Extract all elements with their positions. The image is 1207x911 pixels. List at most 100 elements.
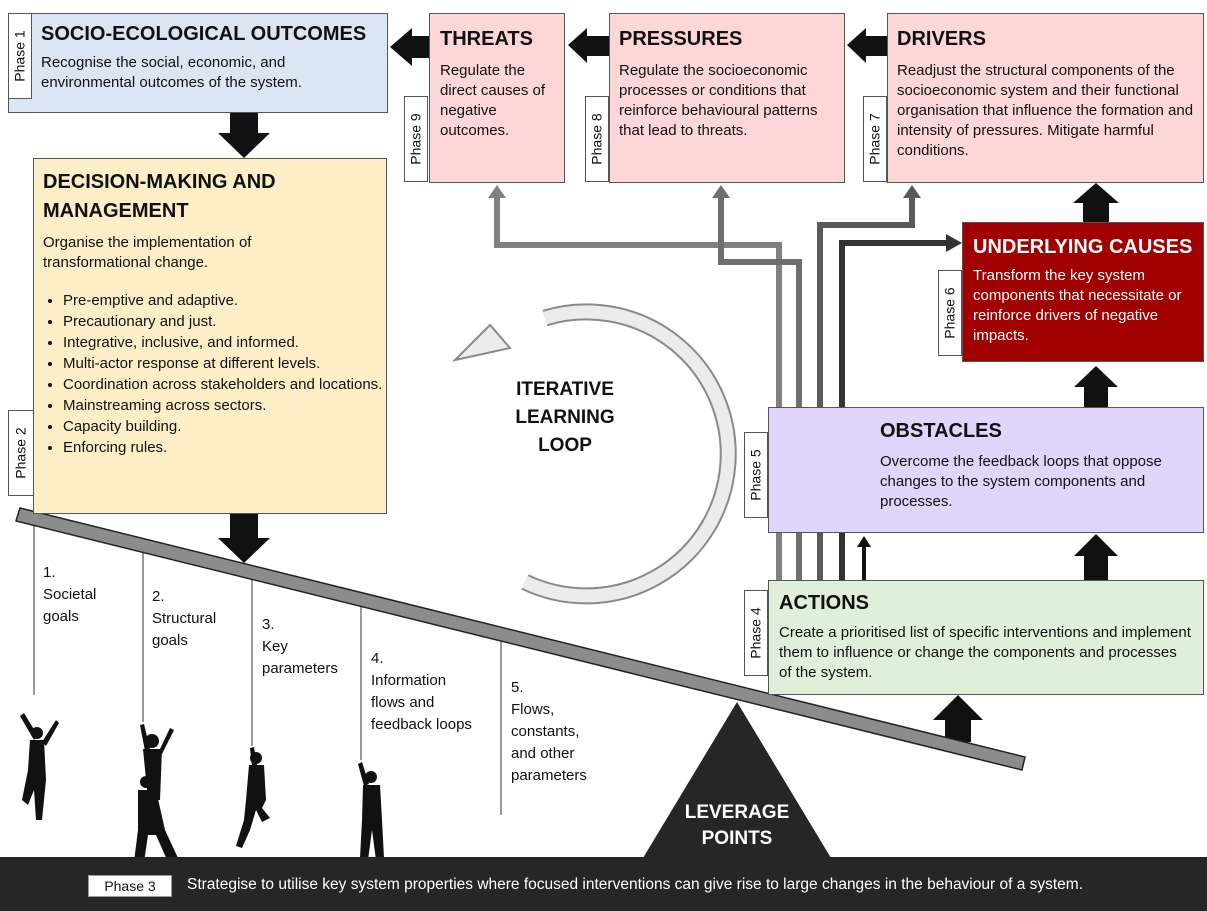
seesaw-plank (15, 507, 1026, 771)
drivers-box (887, 13, 1204, 183)
leverage-line-1: LEVERAGE (684, 802, 790, 823)
phase-6-tag: Phase 6 (938, 270, 962, 356)
arrow-seesaw-to-actions (933, 695, 983, 742)
arrow-obstacles-to-underlying (1074, 366, 1118, 407)
phase-3-footer (0, 857, 1207, 911)
level-3-label: 3. Key parameters (262, 614, 362, 680)
level-line: Societal (43, 586, 97, 603)
arrow-decision-to-seesaw (218, 514, 270, 563)
connector-head-pressures (712, 185, 730, 198)
level-line: parameters (262, 660, 338, 677)
obstacles-box (768, 407, 1204, 533)
arrow-actions-to-obstacles (1074, 534, 1118, 580)
threats-desc: Regulate the direct causes of negative o… (440, 62, 546, 139)
phase-2-label: Phase 2 (13, 427, 29, 479)
phase-8-tag: Phase 8 (585, 96, 609, 182)
level-2-label: 2. Structural goals (152, 586, 252, 652)
phase-9-tag: Phase 9 (404, 96, 428, 182)
bullet-item: Enforcing rules. (63, 437, 393, 458)
level-line: goals (152, 632, 188, 649)
level-line: constants, (511, 723, 580, 740)
phase-5-label: Phase 5 (748, 449, 764, 501)
decision-making-title-2: MANAGEMENT (43, 200, 189, 222)
arrow-underlying-to-drivers (1073, 183, 1119, 222)
socio-ecological-title: SOCIO-ECOLOGICAL OUTCOMES (41, 23, 367, 45)
phase-4-tag: Phase 4 (744, 590, 768, 676)
arrow-pressures-to-threats (568, 28, 610, 63)
connector-head-drivers (903, 185, 921, 198)
underlying-causes-box (962, 222, 1204, 362)
leverage-line-2: POINTS (701, 828, 773, 849)
connector-to-drivers (817, 196, 915, 580)
connector-head-obstacles (857, 536, 871, 547)
leverage-points-label: LEVERAGE POINTS (667, 800, 807, 852)
phase-8-label: Phase 8 (589, 113, 605, 165)
obstacles-title: OBSTACLES (880, 420, 1002, 442)
level-1-label: 1. Societal goals (43, 562, 133, 628)
bullet-item: Mainstreaming across sectors. (63, 395, 393, 416)
phase-5-tag: Phase 5 (744, 432, 768, 518)
level-line: Information (371, 672, 447, 689)
learning-loop-arc-inner (522, 305, 735, 603)
underlying-causes-title: UNDERLYING CAUSES (973, 236, 1193, 258)
level-line: Structural (152, 610, 217, 627)
level-line: Key (262, 638, 288, 655)
phase-2-tag: Phase 2 (8, 410, 34, 496)
underlying-causes-desc: Transform the key system components that… (973, 267, 1182, 344)
iterative-learning-loop-label: ITERATIVE LEARNING LOOP (505, 376, 625, 460)
level-num: 1. (43, 564, 56, 581)
connector-head-underlying (946, 234, 962, 252)
threats-title: THREATS (440, 28, 533, 50)
phase-3-tag: Phase 3 (88, 875, 172, 897)
phase-1-tag: Phase 1 (8, 13, 32, 99)
phase-7-label: Phase 7 (867, 113, 883, 165)
drivers-desc: Readjust the structural components of th… (897, 62, 1194, 159)
level-line: goals (43, 608, 79, 625)
learning-loop-arrowhead (451, 323, 512, 362)
drivers-title: DRIVERS (897, 28, 986, 50)
phase-4-label: Phase 4 (748, 607, 764, 659)
bullet-item: Coordination across stakeholders and loc… (63, 374, 393, 395)
phase-3-description: Strategise to utilise key system propert… (187, 876, 1084, 893)
leverage-fulcrum (643, 702, 831, 858)
decision-making-bullets: Pre-emptive and adaptive. Precautionary … (47, 290, 393, 458)
silhouette-person-2 (134, 724, 178, 862)
level-4-label: 4. Information flows and feedback loops (371, 648, 496, 736)
socio-ecological-outcomes-box (8, 13, 388, 113)
arrow-drivers-to-pressures (847, 28, 888, 63)
decision-making-desc: Organise the implementation of transform… (43, 234, 252, 271)
bullet-item: Capacity building. (63, 416, 393, 437)
bullet-item: Multi-actor response at different levels… (63, 353, 393, 374)
pressures-box (609, 13, 845, 183)
level-line: and other (511, 745, 575, 762)
actions-title: ACTIONS (779, 592, 869, 614)
level-line: flows and (371, 694, 435, 711)
loop-line-3: LOOP (538, 435, 592, 456)
bullet-item: Precautionary and just. (63, 311, 393, 332)
phase-7-tag: Phase 7 (863, 96, 887, 182)
actions-box (768, 580, 1204, 695)
actions-desc: Create a prioritised list of specific in… (779, 624, 1191, 681)
pressures-desc: Regulate the socioeconomic processes or … (619, 62, 818, 139)
phase-9-label: Phase 9 (408, 113, 424, 165)
level-line: Flows, (511, 701, 555, 718)
level-num: 5. (511, 679, 524, 696)
phase-6-label: Phase 6 (942, 287, 958, 339)
bullet-item: Pre-emptive and adaptive. (63, 290, 393, 311)
bullet-item: Integrative, inclusive, and informed. (63, 332, 393, 353)
level-5-label: 5. Flows, constants, and other parameter… (511, 677, 611, 787)
level-line: feedback loops (371, 716, 472, 733)
silhouette-person-4 (358, 762, 384, 860)
loop-line-2: LEARNING (515, 407, 615, 428)
connector-head-threats (488, 185, 506, 198)
silhouette-person-1 (20, 713, 59, 820)
decision-making-title-1: DECISION-MAKING AND (43, 171, 276, 193)
socio-ecological-desc: Recognise the social, economic, and envi… (41, 54, 302, 91)
level-line: parameters (511, 767, 587, 784)
pressures-title: PRESSURES (619, 28, 743, 50)
silhouette-person-3 (236, 747, 270, 848)
decision-making-box (33, 158, 387, 514)
level-num: 3. (262, 616, 275, 633)
phase-1-label: Phase 1 (12, 30, 28, 82)
threats-box (429, 13, 565, 183)
